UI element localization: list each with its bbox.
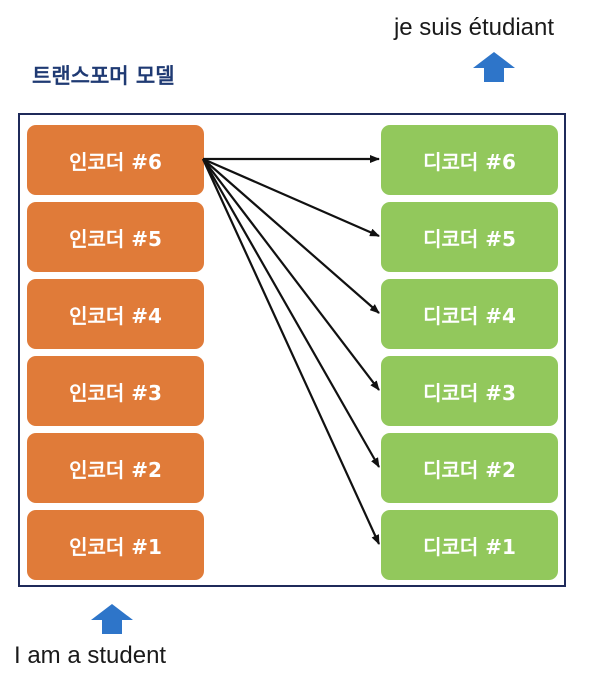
encoder-block-2: 인코더 #2 xyxy=(27,433,204,503)
encoder-block-5: 인코더 #5 xyxy=(27,202,204,272)
output-arrow-up-icon xyxy=(473,52,515,82)
decoder-block-4: 디코더 #4 xyxy=(381,279,558,349)
model-title: 트랜스포머 모델 xyxy=(32,64,175,88)
encoder-block-6: 인코더 #6 xyxy=(27,125,204,195)
decoder-block-1: 디코더 #1 xyxy=(381,510,558,580)
input-arrow-up-icon xyxy=(91,604,133,634)
transformer-model-frame xyxy=(18,113,566,587)
encoder-block-3: 인코더 #3 xyxy=(27,356,204,426)
decoder-block-6: 디코더 #6 xyxy=(381,125,558,195)
encoder-block-4: 인코더 #4 xyxy=(27,279,204,349)
decoder-block-3: 디코더 #3 xyxy=(381,356,558,426)
input-sentence: I am a student xyxy=(14,642,167,669)
output-sentence: je suis étudiant xyxy=(393,14,555,41)
encoder-block-1: 인코더 #1 xyxy=(27,510,204,580)
decoder-block-2: 디코더 #2 xyxy=(381,433,558,503)
decoder-block-5: 디코더 #5 xyxy=(381,202,558,272)
